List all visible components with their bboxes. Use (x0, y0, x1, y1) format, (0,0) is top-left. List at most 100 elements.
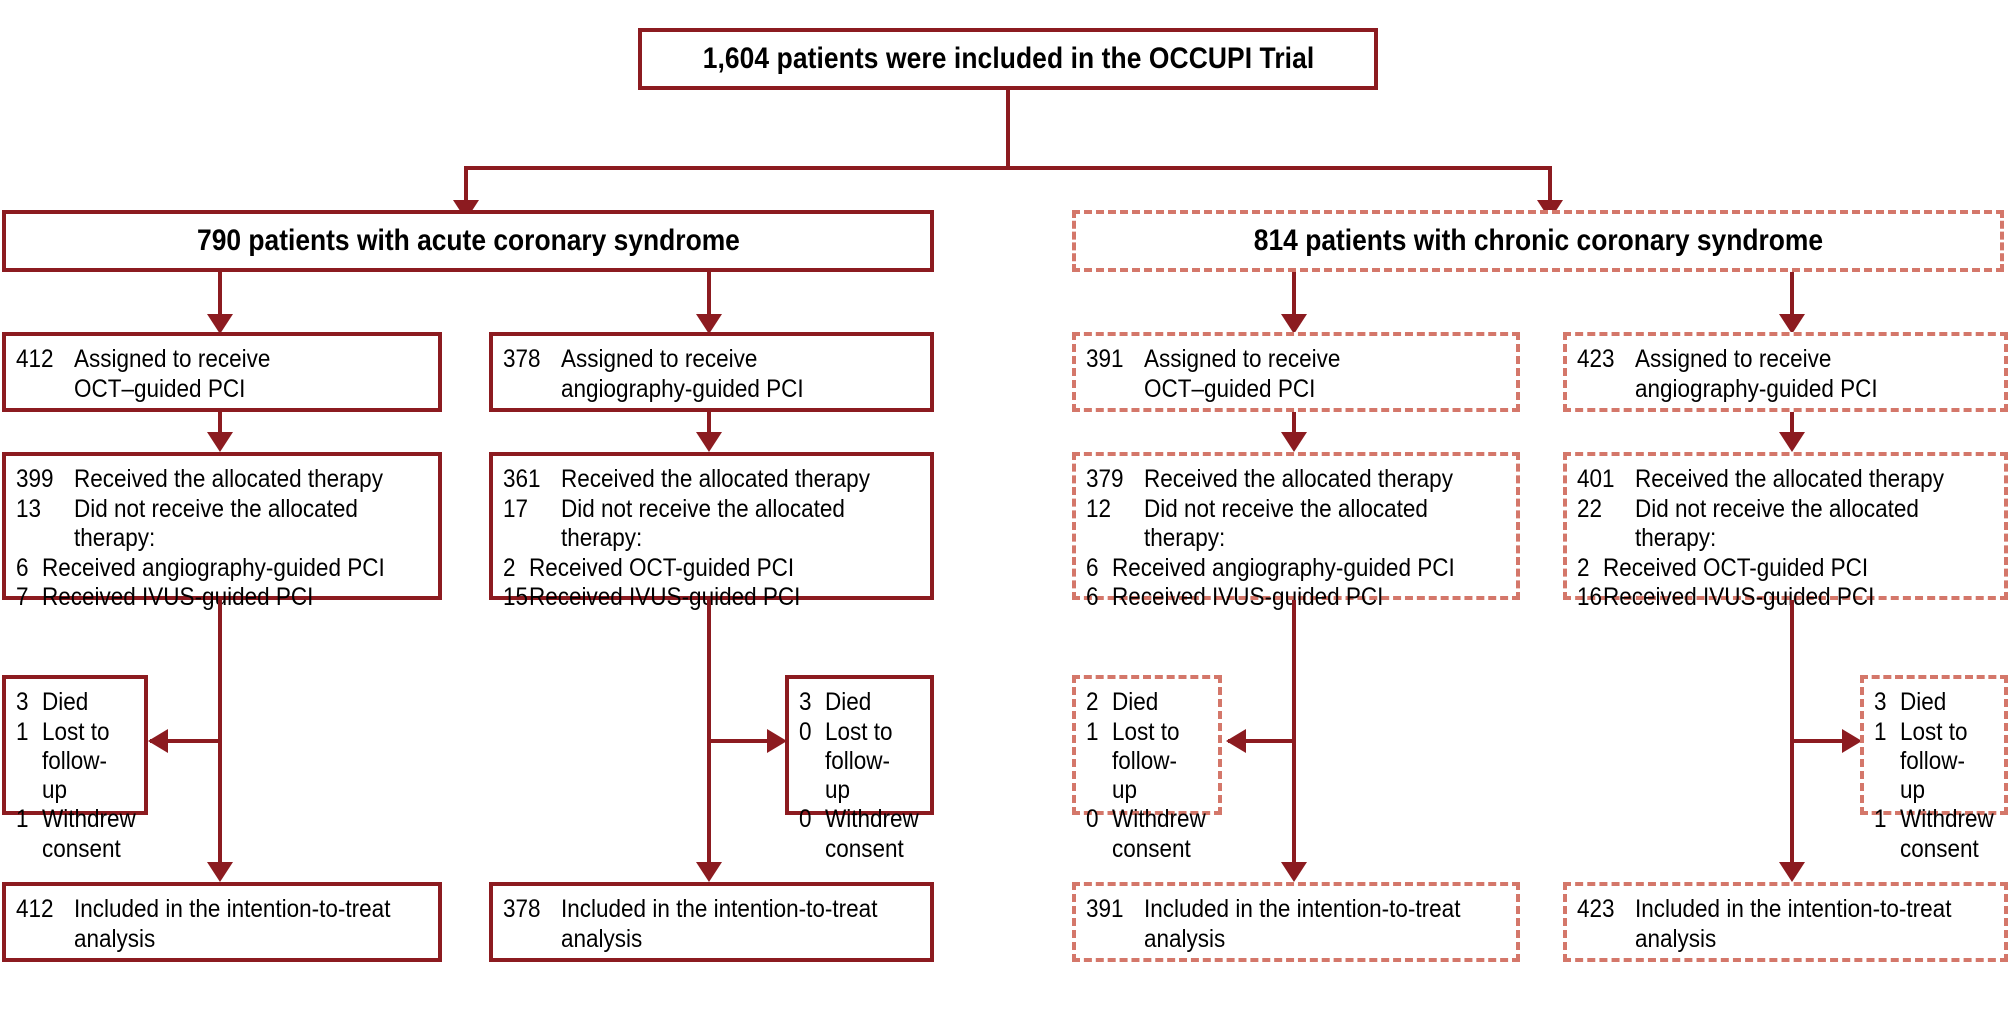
reason-label: Received angiography-guided PCI (42, 553, 385, 582)
attrition-label: Withdrew (825, 805, 919, 833)
reason-label: Received IVUS-guided PCI (529, 583, 801, 611)
assigned-label-2: angiography-guided PCI (1635, 374, 1878, 403)
attrition-label-cont: follow-up (1900, 747, 1966, 804)
connector-c2-to-itt (707, 600, 711, 872)
attrition-label-cont: consent (1900, 834, 1979, 863)
itt-count: 412 (16, 895, 54, 923)
itt-box-acute-oct: 412 Included in the intention-to-treat an… (2, 882, 442, 962)
not-received-label: Did not receive the allocated (74, 494, 358, 523)
title-box: 1,604 patients were included in the OCCU… (638, 28, 1378, 90)
itt-label: Included in the intention-to-treat (561, 895, 878, 923)
arrow-c1-attrition (148, 729, 168, 753)
assigned-box-chronic-oct: 391 Assigned to receive OCT–guided PCI (1072, 332, 1520, 412)
reason-count: 15 (503, 583, 529, 611)
reason-label: Received IVUS-guided PCI (42, 583, 314, 611)
arrow-c3-assigned (1281, 314, 1307, 334)
reason-label: Received IVUS-guided PCI (1112, 583, 1384, 611)
connector-c2-hdr (707, 272, 711, 322)
assigned-label: Assigned to receive (1144, 345, 1341, 373)
arrow-c3-attrition (1226, 729, 1246, 753)
title-text: 1,604 patients were included in the OCCU… (702, 42, 1314, 75)
itt-box-acute-angio: 378 Included in the intention-to-treat an… (489, 882, 934, 962)
attrition-label-cont: follow-up (825, 747, 891, 804)
attrition-label: Lost to (825, 717, 893, 746)
itt-label-2: analysis (1144, 924, 1226, 953)
assigned-label: Assigned to receive (74, 345, 271, 373)
attrition-count: 1 (16, 717, 29, 746)
itt-label: Included in the intention-to-treat (74, 895, 391, 923)
branch-header-acute: 790 patients with acute coronary syndrom… (2, 210, 934, 272)
attrition-count: 1 (16, 805, 29, 833)
attrition-label: Lost to (1112, 717, 1180, 746)
arrow-c2-assigned (696, 314, 722, 334)
reason-label: Received OCT-guided PCI (1603, 553, 1869, 582)
not-received-label: Did not receive the allocated (1635, 494, 1919, 523)
arrow-c3-itt (1281, 862, 1307, 882)
attrition-label: Lost to (1900, 717, 1968, 746)
not-received-label-2: therapy: (1635, 524, 1717, 552)
arrow-c2-itt (696, 862, 722, 882)
not-received-count: 12 (1086, 494, 1112, 523)
attrition-count: 1 (1874, 805, 1887, 833)
attrition-count: 3 (1874, 688, 1887, 716)
not-received-label: Did not receive the allocated (561, 494, 845, 523)
connector-split-horizontal (464, 166, 1552, 170)
reason-count: 7 (16, 583, 29, 611)
itt-label-2: analysis (74, 924, 156, 953)
received-count: 399 (16, 465, 54, 493)
connector-split-right (1548, 166, 1552, 206)
not-received-count: 13 (16, 494, 42, 523)
received-label: Received the allocated therapy (1635, 465, 1944, 493)
branch-header-chronic: 814 patients with chronic coronary syndr… (1072, 210, 2004, 272)
arrow-c2-therapy (696, 432, 722, 452)
attrition-label-cont: follow-up (42, 747, 108, 804)
attrition-label: Withdrew (1112, 805, 1206, 833)
arrow-c1-assigned (207, 314, 233, 334)
assigned-label: Assigned to receive (1635, 345, 1832, 373)
attrition-count: 0 (1086, 805, 1099, 833)
attrition-count: 3 (16, 688, 29, 716)
assigned-count: 391 (1086, 345, 1124, 373)
reason-label: Received IVUS-guided PCI (1603, 583, 1875, 611)
attrition-count: 2 (1086, 688, 1099, 716)
itt-label-2: analysis (561, 924, 643, 953)
connector-c1-to-therapy (218, 412, 222, 442)
reason-count: 6 (1086, 553, 1099, 582)
attrition-label-cont: consent (825, 834, 904, 863)
assigned-count: 412 (16, 345, 54, 373)
assigned-label-2: OCT–guided PCI (74, 374, 246, 403)
assigned-label-2: OCT–guided PCI (1144, 374, 1316, 403)
reason-count: 16 (1577, 583, 1603, 611)
received-count: 379 (1086, 465, 1124, 493)
itt-label-2: analysis (1635, 924, 1717, 953)
not-received-label-2: therapy: (1144, 524, 1226, 552)
connector-c3-hdr (1292, 272, 1296, 322)
attrition-label: Died (1900, 688, 1947, 716)
assigned-box-acute-oct: 412 Assigned to receive OCT–guided PCI (2, 332, 442, 412)
received-count: 361 (503, 465, 541, 493)
reason-count: 2 (1577, 553, 1590, 582)
received-label: Received the allocated therapy (1144, 465, 1453, 493)
not-received-count: 22 (1577, 494, 1603, 523)
connector-c2-to-therapy (707, 412, 711, 442)
itt-label: Included in the intention-to-treat (1635, 895, 1952, 923)
branch-header-acute-label: 790 patients with acute coronary syndrom… (196, 224, 740, 257)
assigned-count: 378 (503, 345, 541, 373)
reason-count: 6 (16, 553, 29, 582)
itt-count: 378 (503, 895, 541, 923)
assigned-label: Assigned to receive (561, 345, 758, 373)
connector-c1-to-itt (218, 600, 222, 872)
attrition-label-cont: consent (42, 834, 121, 863)
connector-split-left (464, 166, 468, 206)
attrition-count: 0 (799, 805, 812, 833)
itt-count: 391 (1086, 895, 1124, 923)
attrition-count: 1 (1086, 717, 1099, 746)
